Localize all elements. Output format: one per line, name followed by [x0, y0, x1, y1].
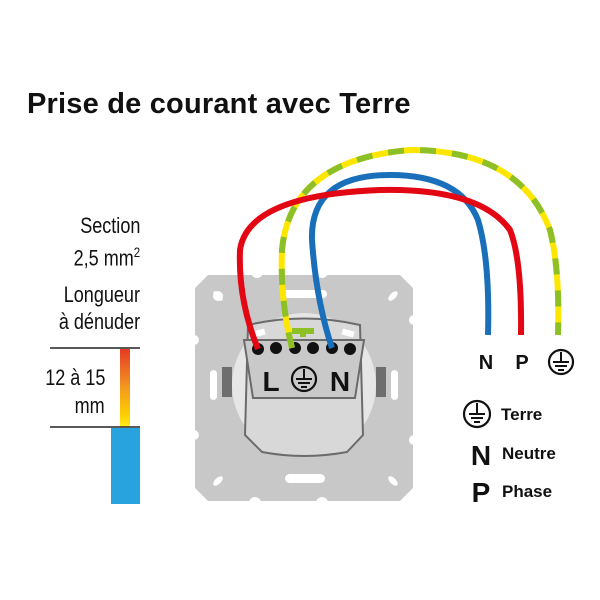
legend-symbol-N: N: [471, 440, 491, 471]
legend-label-terre: Terre: [501, 405, 543, 424]
wire-insulation: [111, 428, 140, 504]
page-title: Prise de courant avec Terre: [27, 88, 411, 120]
left-claw: [222, 367, 232, 397]
legend-symbol-P: P: [472, 477, 491, 508]
wire-end-label-P: P: [515, 352, 528, 374]
right-claw: [376, 367, 386, 397]
strip-length-line2: mm: [74, 393, 105, 418]
terminal-label-N: N: [330, 366, 350, 397]
phase-wire: [236, 186, 525, 351]
legend-label-phase: Phase: [502, 482, 553, 501]
neutral-wire: [308, 171, 492, 349]
strip-length-line1: 12 à 15: [44, 365, 105, 390]
section-label: Section: [79, 213, 140, 238]
wires: [236, 146, 562, 351]
wire-end-label-N: N: [479, 352, 493, 374]
section-value: 2,5 mm2: [73, 244, 140, 271]
strip-length-indicator: [50, 347, 140, 504]
terminal-label-L: L: [262, 366, 279, 397]
strip-label-line1: Longueur: [63, 282, 140, 307]
strip-label-line2: à dénuder: [58, 309, 140, 334]
terminal-earth-icon: [290, 365, 318, 393]
earth-wire: [278, 146, 562, 349]
legend-earth-icon: [462, 399, 492, 429]
legend-label-neutre: Neutre: [502, 444, 556, 463]
wire-end-earth-icon: [547, 348, 575, 376]
